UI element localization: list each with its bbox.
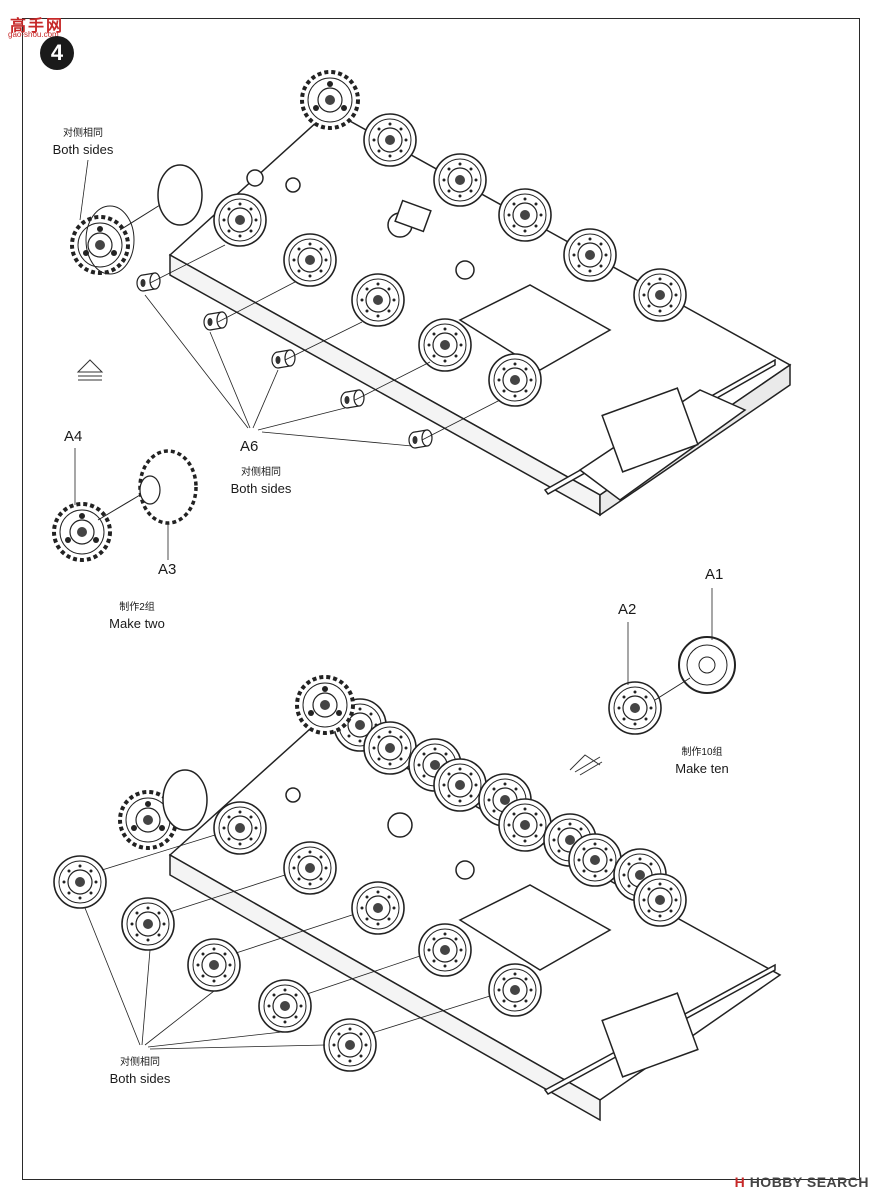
bottom-sprocket [118, 769, 208, 850]
roadwheel-assembly [608, 588, 736, 735]
bottom-loose-roadwheels [53, 834, 491, 1072]
label-both-sides-bottom: 对侧相同 Both sides [109, 1057, 171, 1086]
label-a6-both-sides: 对侧相同 Both sides [230, 467, 292, 496]
part-a4-label: A4 [64, 428, 83, 445]
part-a6-label: A6 [240, 438, 259, 455]
watermark-url: gao-shou.com [8, 30, 59, 39]
direction-arrow-icon [76, 359, 104, 381]
bottom-hull [168, 719, 782, 1122]
part-a3-label: A3 [158, 561, 177, 578]
footer-brand: HOBBY SEARCH [749, 1174, 869, 1190]
label-both-sides-top: 对侧相同 Both sides [52, 128, 114, 157]
watermark-text: 高手网 [10, 18, 65, 35]
footer-watermark: H HOBBY SEARCH [735, 1174, 869, 1190]
direction-arrow-2-icon [569, 754, 603, 776]
label-make-ten: 制作10组 Make ten [675, 747, 729, 776]
part-a2-label: A2 [618, 601, 637, 618]
sprocket-assembly [52, 448, 198, 562]
footer-prefix: H [734, 1174, 746, 1190]
label-make-two: 制作2组 Make two [109, 602, 165, 631]
page-frame [22, 18, 860, 1180]
top-idler-exploded [70, 159, 203, 275]
a6-bushings [136, 244, 501, 449]
step-number-badge: 4 [40, 36, 74, 70]
part-a1-label: A1 [705, 566, 724, 583]
watermark-logo: 高手网 gao-shou.com [4, 6, 74, 39]
